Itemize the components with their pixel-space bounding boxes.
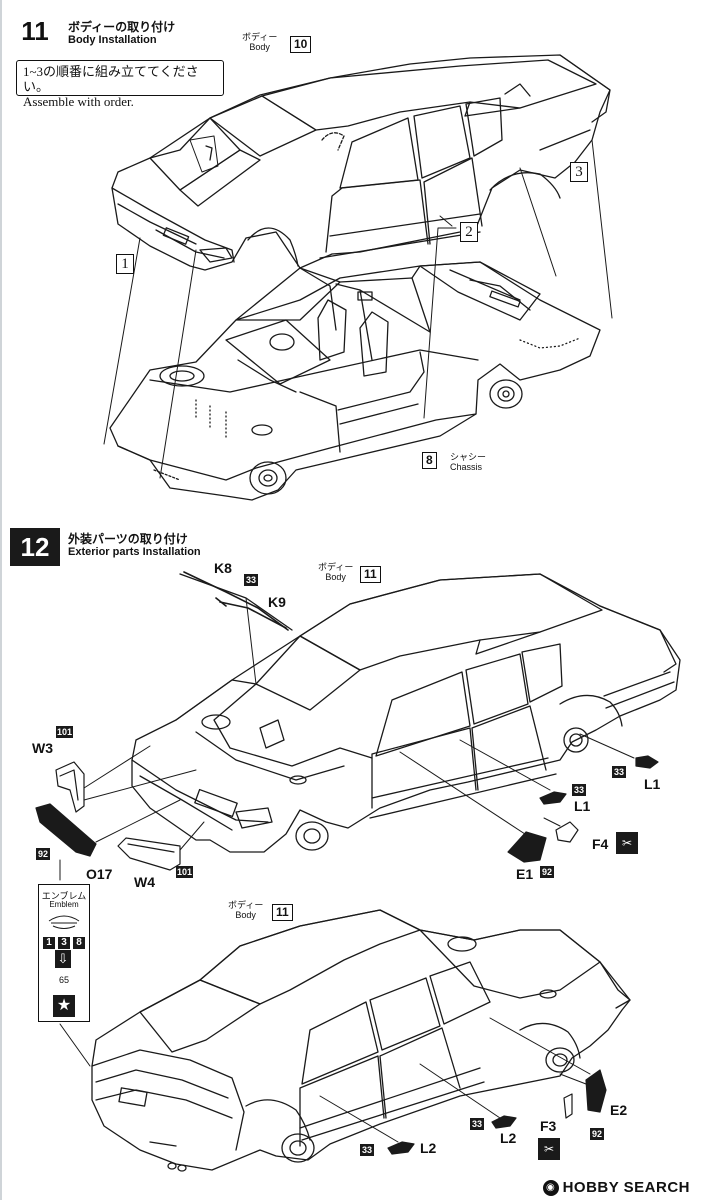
step11-body-label-jp: ボディー	[242, 32, 278, 42]
step12-body-upper-drawing	[131, 573, 681, 853]
part-k9: K9	[268, 594, 286, 610]
part-o17: O17	[86, 866, 113, 882]
watermark-text: HOBBY SEARCH	[562, 1178, 690, 1196]
page-edge	[0, 0, 2, 1200]
emblem-digit-3: 8	[73, 937, 85, 949]
paint-k: 33	[244, 574, 258, 586]
direction-arrow-icon: ⇩	[55, 950, 71, 968]
step12-body2-part-number: 11	[272, 904, 293, 921]
step12-body-label-en: Body	[325, 572, 346, 582]
step11-body-label-en: Body	[249, 42, 270, 52]
step12-body2-label: ボディー Body	[228, 900, 263, 920]
paint-w4: 101	[176, 866, 194, 878]
caution-icon-f3: ✂	[538, 1138, 560, 1160]
step11-title-jp: ボディーの取り付け	[68, 20, 176, 34]
star-icon: ★	[53, 995, 75, 1017]
step12-lower-leader-lines	[59, 1017, 591, 1143]
w4-part	[117, 837, 181, 871]
part-f3: F3	[540, 1118, 557, 1134]
part-l1b: L1	[644, 776, 661, 792]
e1-f4-mirror	[507, 821, 579, 863]
step11-chassis-part-number: 8	[422, 452, 437, 469]
part-k8: K8	[214, 560, 232, 576]
o17-part	[35, 803, 97, 857]
emblem-digit-1: 1	[43, 937, 55, 949]
step11-body-part-number: 10	[290, 36, 312, 53]
step12-body2-label-en: Body	[235, 910, 256, 920]
step11-body-label: ボディー Body	[242, 32, 277, 52]
part-f4: F4	[592, 836, 609, 852]
emblem-logo-icon	[48, 915, 80, 929]
emblem-paint: 65	[58, 975, 69, 985]
step11-title-en: Body Installation	[68, 34, 157, 46]
emblem-digit-2: 3	[58, 937, 70, 949]
note-en: Assemble with order.	[23, 94, 134, 109]
part-l2a: L2	[420, 1140, 437, 1156]
emblem-label-jp: エンブレム	[41, 891, 87, 901]
step11-body-drawing	[111, 54, 611, 271]
part-w4: W4	[134, 874, 155, 890]
step11-leader-lines	[103, 139, 613, 479]
step11-chassis-label-jp: シャシー	[450, 452, 487, 462]
wiper-parts	[183, 571, 289, 631]
paint-w3: 101	[56, 726, 74, 738]
step12-body2-label-jp: ボディー	[228, 900, 264, 910]
step12-body-lower-drawing	[91, 909, 631, 1172]
sub-step-3: 3	[570, 162, 588, 182]
emblem-box: エンブレム Emblem 1 3 8 ⇩ 65 ★	[38, 884, 90, 1022]
paint-l2b: 33	[470, 1118, 484, 1130]
step12-body-label-jp: ボディー	[318, 562, 354, 572]
sub-step-1: 1	[116, 254, 134, 274]
step12-body-part-number: 11	[360, 566, 381, 583]
part-l1a: L1	[574, 798, 591, 814]
watermark: ◉HOBBY SEARCH	[542, 1178, 690, 1196]
assembly-order-note: 1~3の順番に組み立ててください。 Assemble with order.	[16, 60, 224, 109]
paint-l2a: 33	[360, 1144, 374, 1156]
sub-step-2: 2	[460, 222, 478, 242]
step11-chassis-label: シャシー Chassis	[450, 452, 486, 472]
step12-body-label: ボディー Body	[318, 562, 353, 582]
step11-chassis-drawing	[109, 261, 601, 501]
paint-e1: 92	[540, 866, 554, 878]
step11-number: 11	[10, 12, 60, 50]
w3-part	[55, 761, 85, 813]
paint-e2: 92	[590, 1128, 604, 1140]
step12-number: 12	[10, 528, 60, 566]
part-l2b: L2	[500, 1130, 517, 1146]
part-w3: W3	[32, 740, 53, 756]
step12-upper-leader-lines	[83, 733, 635, 851]
step12-title-jp: 外装パーツの取り付け	[68, 532, 188, 546]
paint-l1a: 33	[572, 784, 586, 796]
note-jp: 1~3の順番に組み立ててください。	[23, 64, 199, 94]
emblem-label-en: Emblem	[49, 900, 79, 909]
step12-title-en: Exterior parts Installation	[68, 546, 201, 558]
l1-markers	[539, 755, 659, 805]
step11-chassis-label-en: Chassis	[450, 462, 483, 472]
part-e1: E1	[516, 866, 534, 882]
paint-l1b: 33	[612, 766, 626, 778]
step12-lower-parts	[387, 1069, 607, 1155]
part-e2: E2	[610, 1102, 628, 1118]
paint-o17: 92	[36, 848, 50, 860]
watermark-logo-icon: ◉	[542, 1180, 559, 1196]
caution-icon-f4: ✂	[616, 832, 638, 854]
